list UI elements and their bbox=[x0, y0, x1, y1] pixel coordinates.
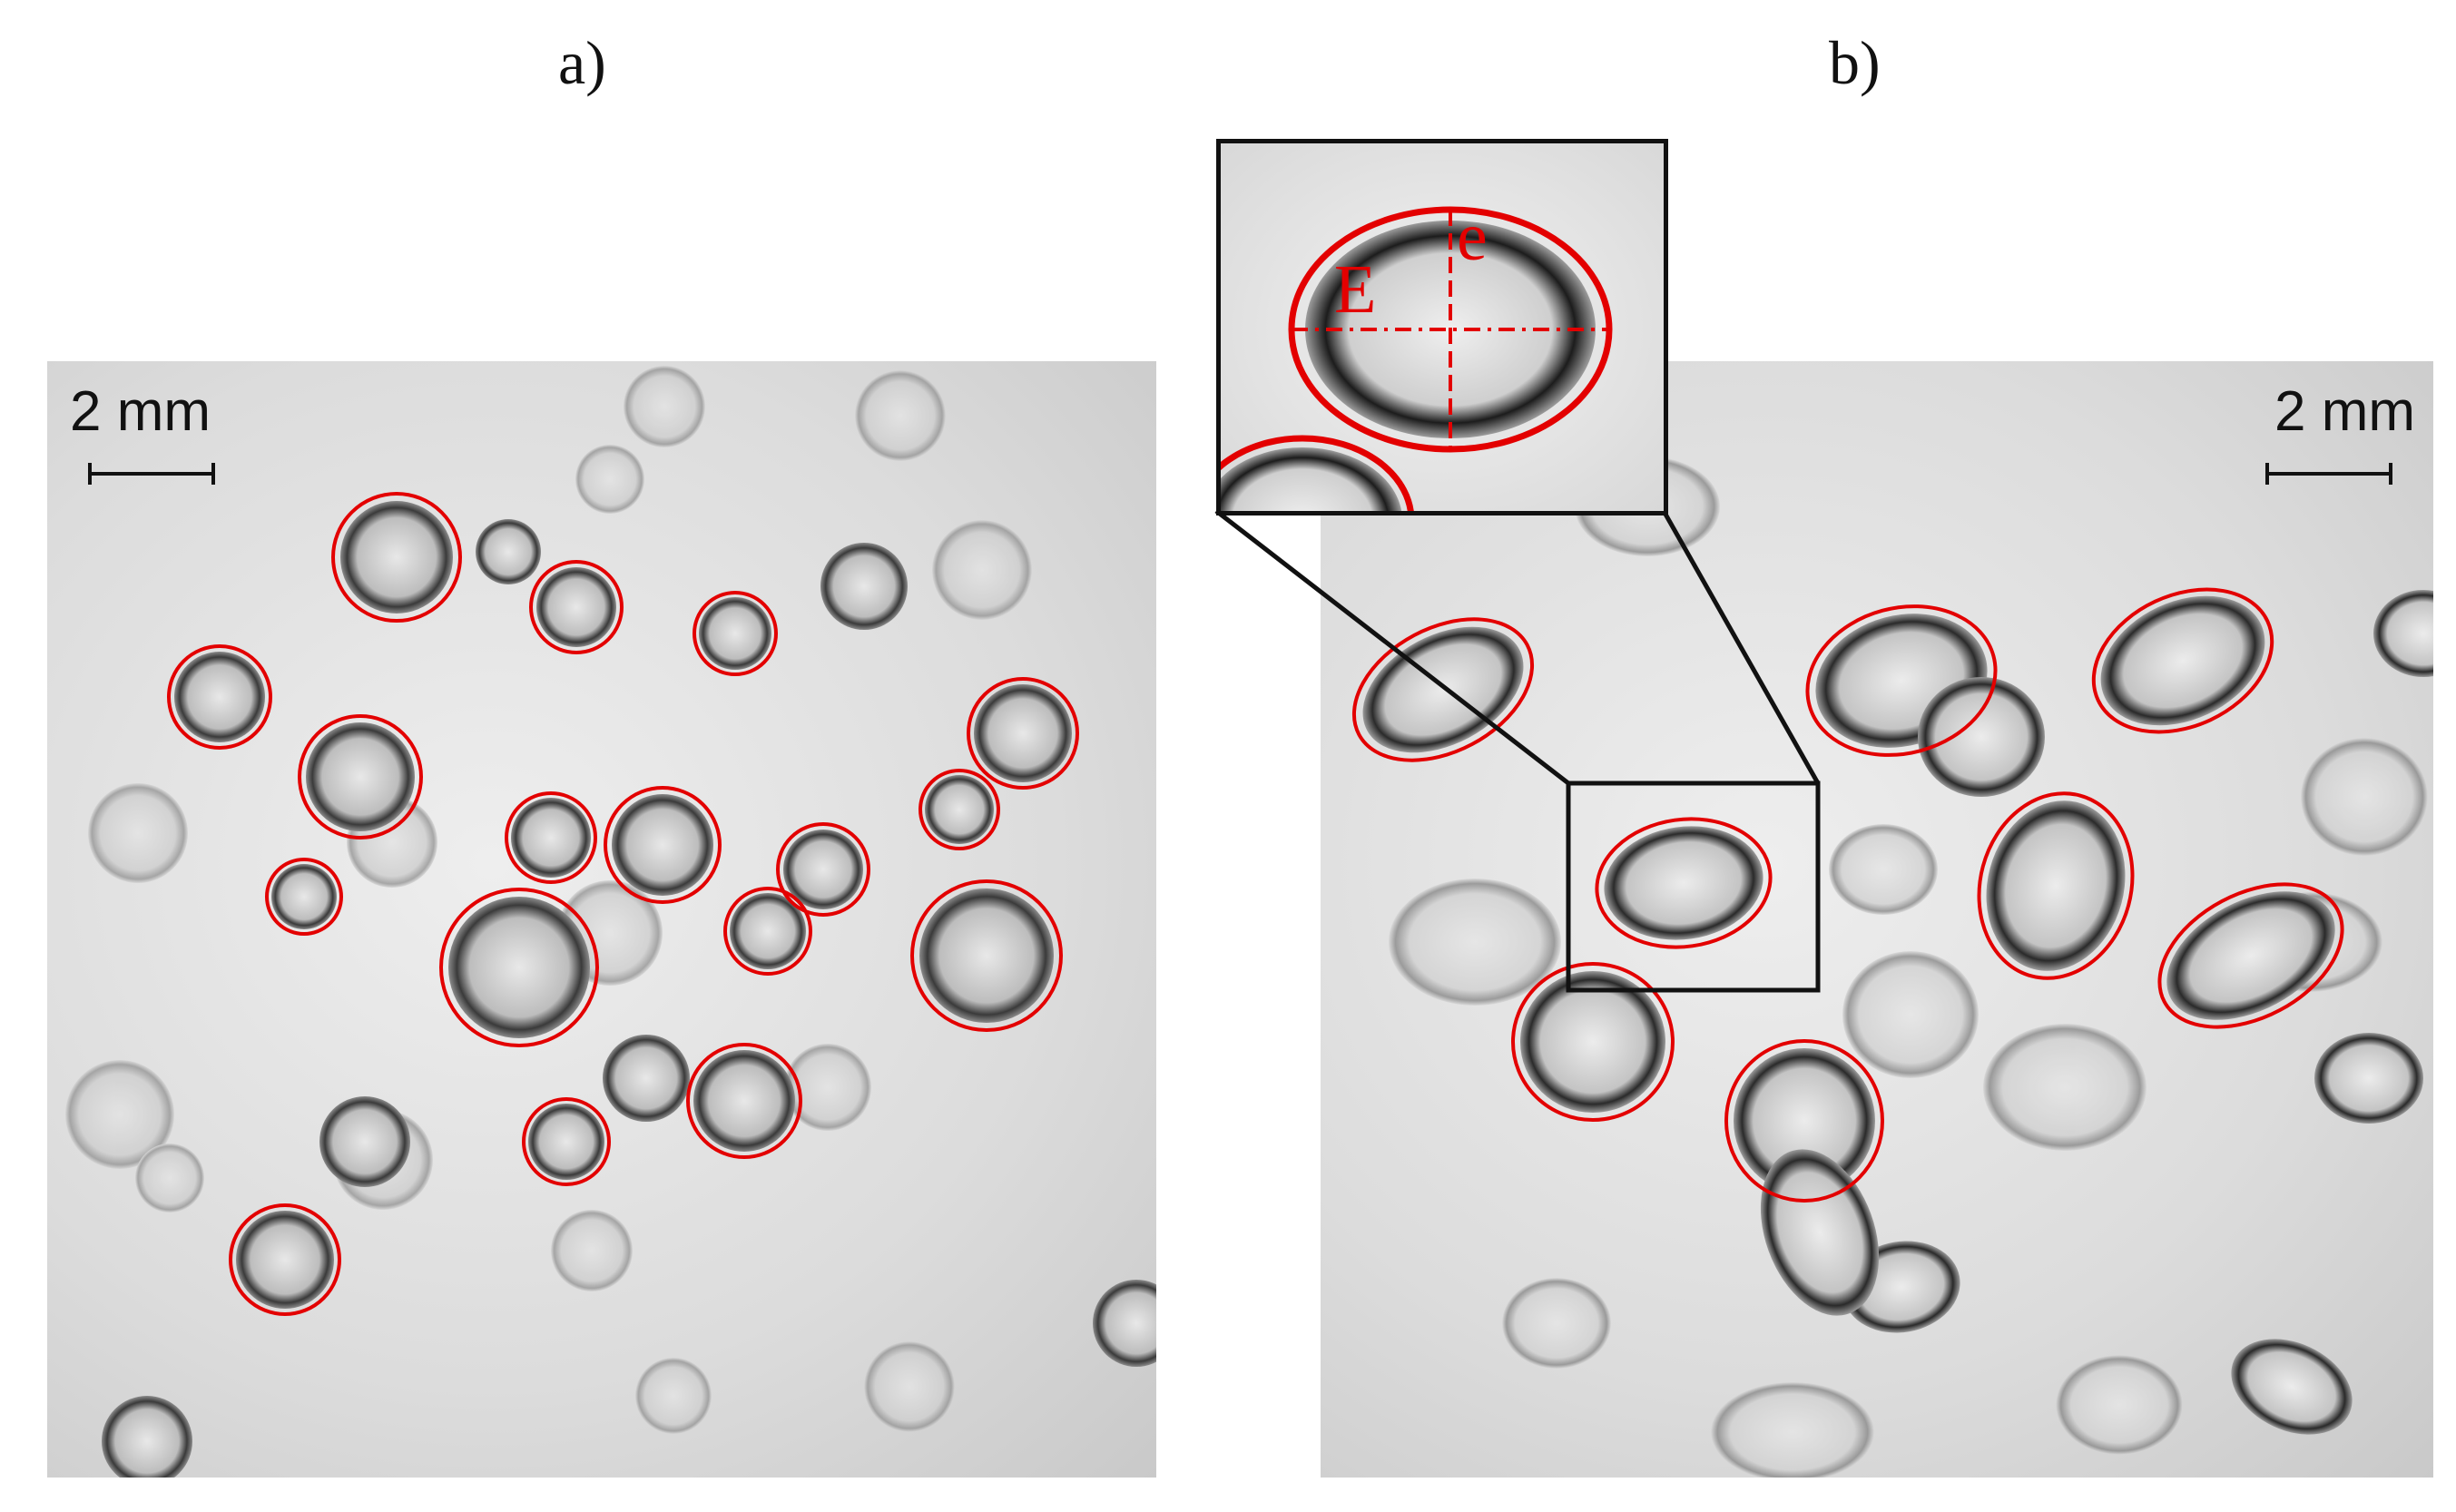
blurred-bubble bbox=[864, 1341, 955, 1432]
bubble bbox=[340, 501, 453, 614]
detection-ellipse bbox=[1977, 791, 2135, 980]
bubble bbox=[2166, 891, 2335, 1020]
bubble bbox=[693, 1050, 795, 1152]
bubble bbox=[1986, 800, 2126, 971]
bubble bbox=[1362, 626, 1524, 753]
panel-a-photo: 2 mm bbox=[47, 361, 1156, 1478]
panel-a-bubbles bbox=[65, 366, 1156, 1478]
detection-ellipse bbox=[604, 786, 722, 904]
bubble bbox=[730, 893, 806, 969]
inset-bubble-small bbox=[1221, 447, 1402, 511]
bubble bbox=[974, 684, 1072, 782]
bubble bbox=[699, 597, 771, 670]
detection-ellipse bbox=[686, 1043, 802, 1159]
blurred-bubble bbox=[784, 1044, 871, 1131]
detection-ellipse bbox=[167, 644, 272, 750]
detection-ellipse bbox=[1511, 962, 1675, 1122]
detection-ellipse bbox=[265, 858, 343, 936]
scale-label-a: 2 mm bbox=[70, 380, 211, 443]
detection-ellipse bbox=[331, 492, 462, 623]
bubble bbox=[476, 519, 541, 584]
bubble bbox=[2314, 1033, 2423, 1124]
bubble bbox=[783, 830, 863, 909]
detection-ellipse bbox=[1724, 1039, 1884, 1203]
bubble bbox=[1604, 826, 1763, 940]
detection-ellipse bbox=[919, 769, 1000, 850]
focused-bubbles bbox=[102, 501, 1156, 1478]
bubble bbox=[1918, 677, 2045, 797]
panel-b-photo: 2 mm bbox=[1321, 361, 2433, 1478]
blurred-bubble bbox=[1829, 824, 1938, 915]
detection-ellipse bbox=[776, 822, 870, 917]
inset-detection-ellipse-small bbox=[1221, 435, 1414, 511]
bubble bbox=[2231, 1339, 2353, 1435]
major-axis-label: E bbox=[1334, 251, 1377, 328]
detection-ellipse bbox=[967, 677, 1079, 790]
bubble bbox=[448, 897, 590, 1038]
bubble bbox=[236, 1211, 334, 1309]
inset-bubble-graphic bbox=[1221, 206, 1613, 511]
detection-ellipse bbox=[910, 879, 1063, 1032]
detection-ellipse bbox=[693, 591, 778, 676]
bubble bbox=[1734, 1048, 1875, 1193]
blurred-bubble bbox=[2301, 738, 2428, 856]
detection-ellipse bbox=[2091, 587, 2274, 734]
detection-ellipse bbox=[439, 888, 599, 1047]
scale-bar-b bbox=[2265, 463, 2392, 485]
blurred-bubble bbox=[1502, 1278, 1611, 1369]
minor-axis-label: e bbox=[1457, 199, 1488, 275]
blurred-bubble bbox=[635, 1358, 712, 1434]
blurred-bubble bbox=[855, 370, 946, 461]
blurred-bubble bbox=[65, 1060, 174, 1169]
blurred-bubble bbox=[624, 366, 705, 447]
blurred-bubble bbox=[1983, 1024, 2147, 1151]
inset-zoom: E e bbox=[1216, 139, 1668, 515]
scale-label-b: 2 mm bbox=[2274, 380, 2415, 443]
detection-ellipse bbox=[529, 560, 624, 654]
bubble bbox=[536, 567, 616, 647]
blurred-bubble bbox=[932, 520, 1032, 620]
blurred-bubble bbox=[2056, 1355, 2183, 1455]
bubble bbox=[1760, 1149, 1880, 1316]
blurred-bubble bbox=[575, 445, 644, 514]
detection-ellipse bbox=[229, 1203, 341, 1316]
bubble bbox=[1093, 1280, 1156, 1367]
detection-ellipse bbox=[723, 887, 812, 976]
bubble bbox=[919, 889, 1054, 1023]
bubble bbox=[174, 652, 265, 742]
scale-bar-a bbox=[88, 463, 215, 485]
bubble bbox=[319, 1096, 410, 1187]
detection-ellipse bbox=[2157, 882, 2344, 1029]
detection-ellipse bbox=[1595, 817, 1773, 949]
blurred-bubble bbox=[1711, 1382, 1874, 1478]
detection-ellipses-a bbox=[167, 492, 1079, 1316]
bubble bbox=[271, 864, 337, 929]
blurred-bubbles bbox=[65, 366, 1032, 1434]
blurred-bubble bbox=[551, 1210, 633, 1291]
detection-ellipse bbox=[298, 714, 423, 839]
bubble bbox=[2373, 590, 2433, 677]
panel-a-label: a) bbox=[558, 28, 606, 97]
blurred-bubble bbox=[88, 783, 188, 883]
panel-b-label: b) bbox=[1829, 28, 1881, 97]
bubble bbox=[612, 794, 713, 896]
bubble bbox=[528, 1104, 604, 1180]
blurred-bubble bbox=[135, 1144, 204, 1213]
bubble bbox=[102, 1396, 192, 1478]
blurred-bubble bbox=[1842, 951, 1979, 1078]
bubble bbox=[511, 798, 591, 878]
detection-ellipse bbox=[505, 791, 597, 884]
bubble bbox=[820, 543, 908, 630]
bubble bbox=[603, 1035, 690, 1122]
blurred-bubble bbox=[1389, 879, 1561, 1006]
detection-ellipse bbox=[522, 1097, 611, 1186]
bubble bbox=[1520, 971, 1665, 1113]
bubble bbox=[925, 775, 994, 844]
bubble bbox=[2100, 595, 2265, 726]
panel-b-bubbles bbox=[1351, 457, 2433, 1478]
bubble bbox=[306, 722, 415, 831]
focused-bubbles-b bbox=[1362, 590, 2433, 1435]
